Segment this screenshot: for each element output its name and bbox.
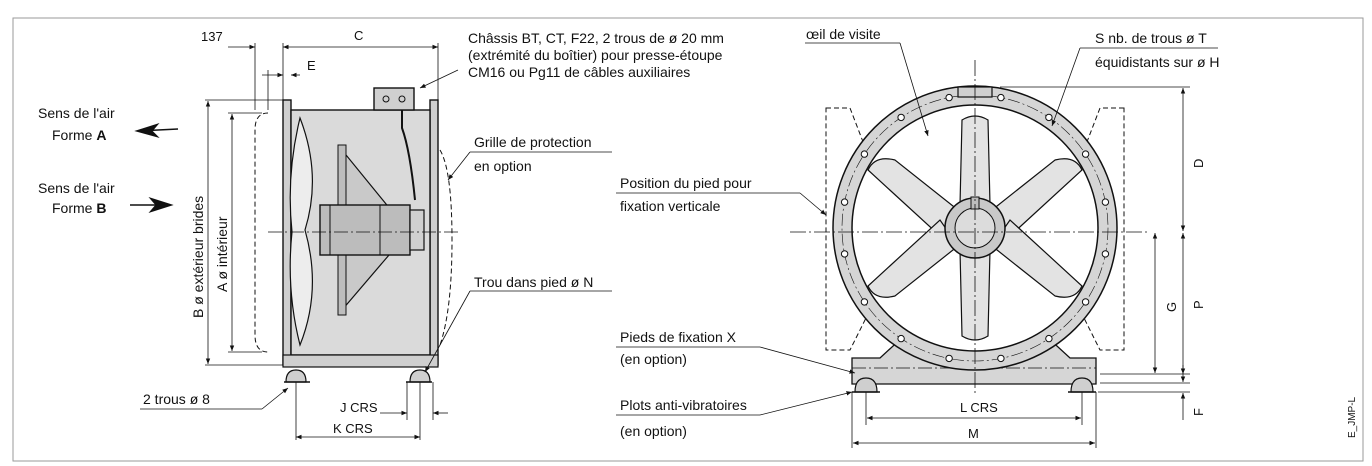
- bolt-hole: [945, 93, 953, 102]
- grille-label-line1: Grille de protection: [474, 134, 592, 150]
- bolt-hole: [997, 93, 1005, 102]
- chassis-note-line1: Châssis BT, CT, F22, 2 trous de ø 20 mm: [468, 30, 724, 46]
- foot-hole-label: Trou dans pied ø N: [474, 274, 593, 290]
- bolt-hole: [1045, 113, 1053, 122]
- vertical-foot-label-line2: fixation verticale: [620, 198, 721, 214]
- inspection-eye-label: œil de visite: [806, 26, 881, 42]
- bolt-hole: [1081, 298, 1090, 306]
- fixing-feet-label-line2: (en option): [620, 351, 687, 367]
- bolt-hole: [860, 298, 869, 306]
- dim-e-label: E: [307, 58, 316, 73]
- air-direction-a-line2: Forme A: [52, 127, 106, 143]
- bolt-hole: [1045, 334, 1053, 343]
- diagram-border: [12, 17, 1364, 462]
- bolt-hole: [1081, 150, 1090, 158]
- dim-137-label: 137: [201, 29, 223, 44]
- bolt-hole: [897, 113, 905, 122]
- antivibration-label-line2: (en option): [620, 423, 687, 439]
- holes-count-label-line2: équidistants sur ø H: [1095, 54, 1220, 70]
- air-direction-arrows: [130, 122, 179, 214]
- k-crs-label: K CRS: [333, 421, 373, 436]
- chassis-note-line2: (extrémité du boîtier) pour presse-étoup…: [468, 47, 723, 63]
- f-label: F: [1191, 408, 1206, 416]
- reference-code: E_JMP-L: [1347, 396, 1358, 438]
- p-label: P: [1191, 300, 1206, 309]
- d-label: D: [1191, 159, 1206, 168]
- a-inner-label: A ø intérieur: [214, 216, 230, 292]
- bolt-hole: [840, 250, 849, 258]
- front-view-dimensions: [616, 42, 1218, 448]
- side-view-dimensions: [140, 43, 612, 440]
- side-view: [254, 87, 458, 383]
- two-holes-label: 2 trous ø 8: [143, 391, 210, 407]
- bolt-hole: [897, 334, 905, 343]
- bolt-hole: [997, 354, 1005, 363]
- m-label: M: [968, 426, 979, 441]
- bolt-hole: [860, 150, 869, 158]
- front-view: [790, 60, 1150, 395]
- holes-count-label-line1: S nb. de trous ø T: [1095, 30, 1207, 46]
- l-crs-label: L CRS: [960, 400, 998, 415]
- bolt-hole: [945, 354, 953, 363]
- dim-c-label: C: [354, 28, 363, 43]
- bolt-hole: [840, 198, 849, 206]
- antivibration-label-line1: Plots anti-vibratoires: [620, 397, 747, 413]
- grille-label-line2: en option: [474, 158, 532, 174]
- bolt-hole: [1101, 198, 1110, 206]
- g-label: G: [1164, 302, 1179, 312]
- b-outer-flange-label: B ø extérieur brides: [190, 196, 206, 318]
- chassis-note-line3: CM16 ou Pg11 de câbles auxiliaires: [468, 64, 690, 80]
- bolt-hole: [1101, 250, 1110, 258]
- vertical-foot-label-line1: Position du pied pour: [620, 175, 752, 191]
- air-direction-b-line1: Sens de l'air: [38, 180, 115, 196]
- air-direction-b-line2: Forme B: [52, 200, 106, 216]
- j-crs-label: J CRS: [340, 400, 378, 415]
- air-direction-a-line1: Sens de l'air: [38, 105, 115, 121]
- fixing-feet-label-line1: Pieds de fixation X: [620, 329, 737, 345]
- flange-bolt-holes: [840, 93, 1110, 363]
